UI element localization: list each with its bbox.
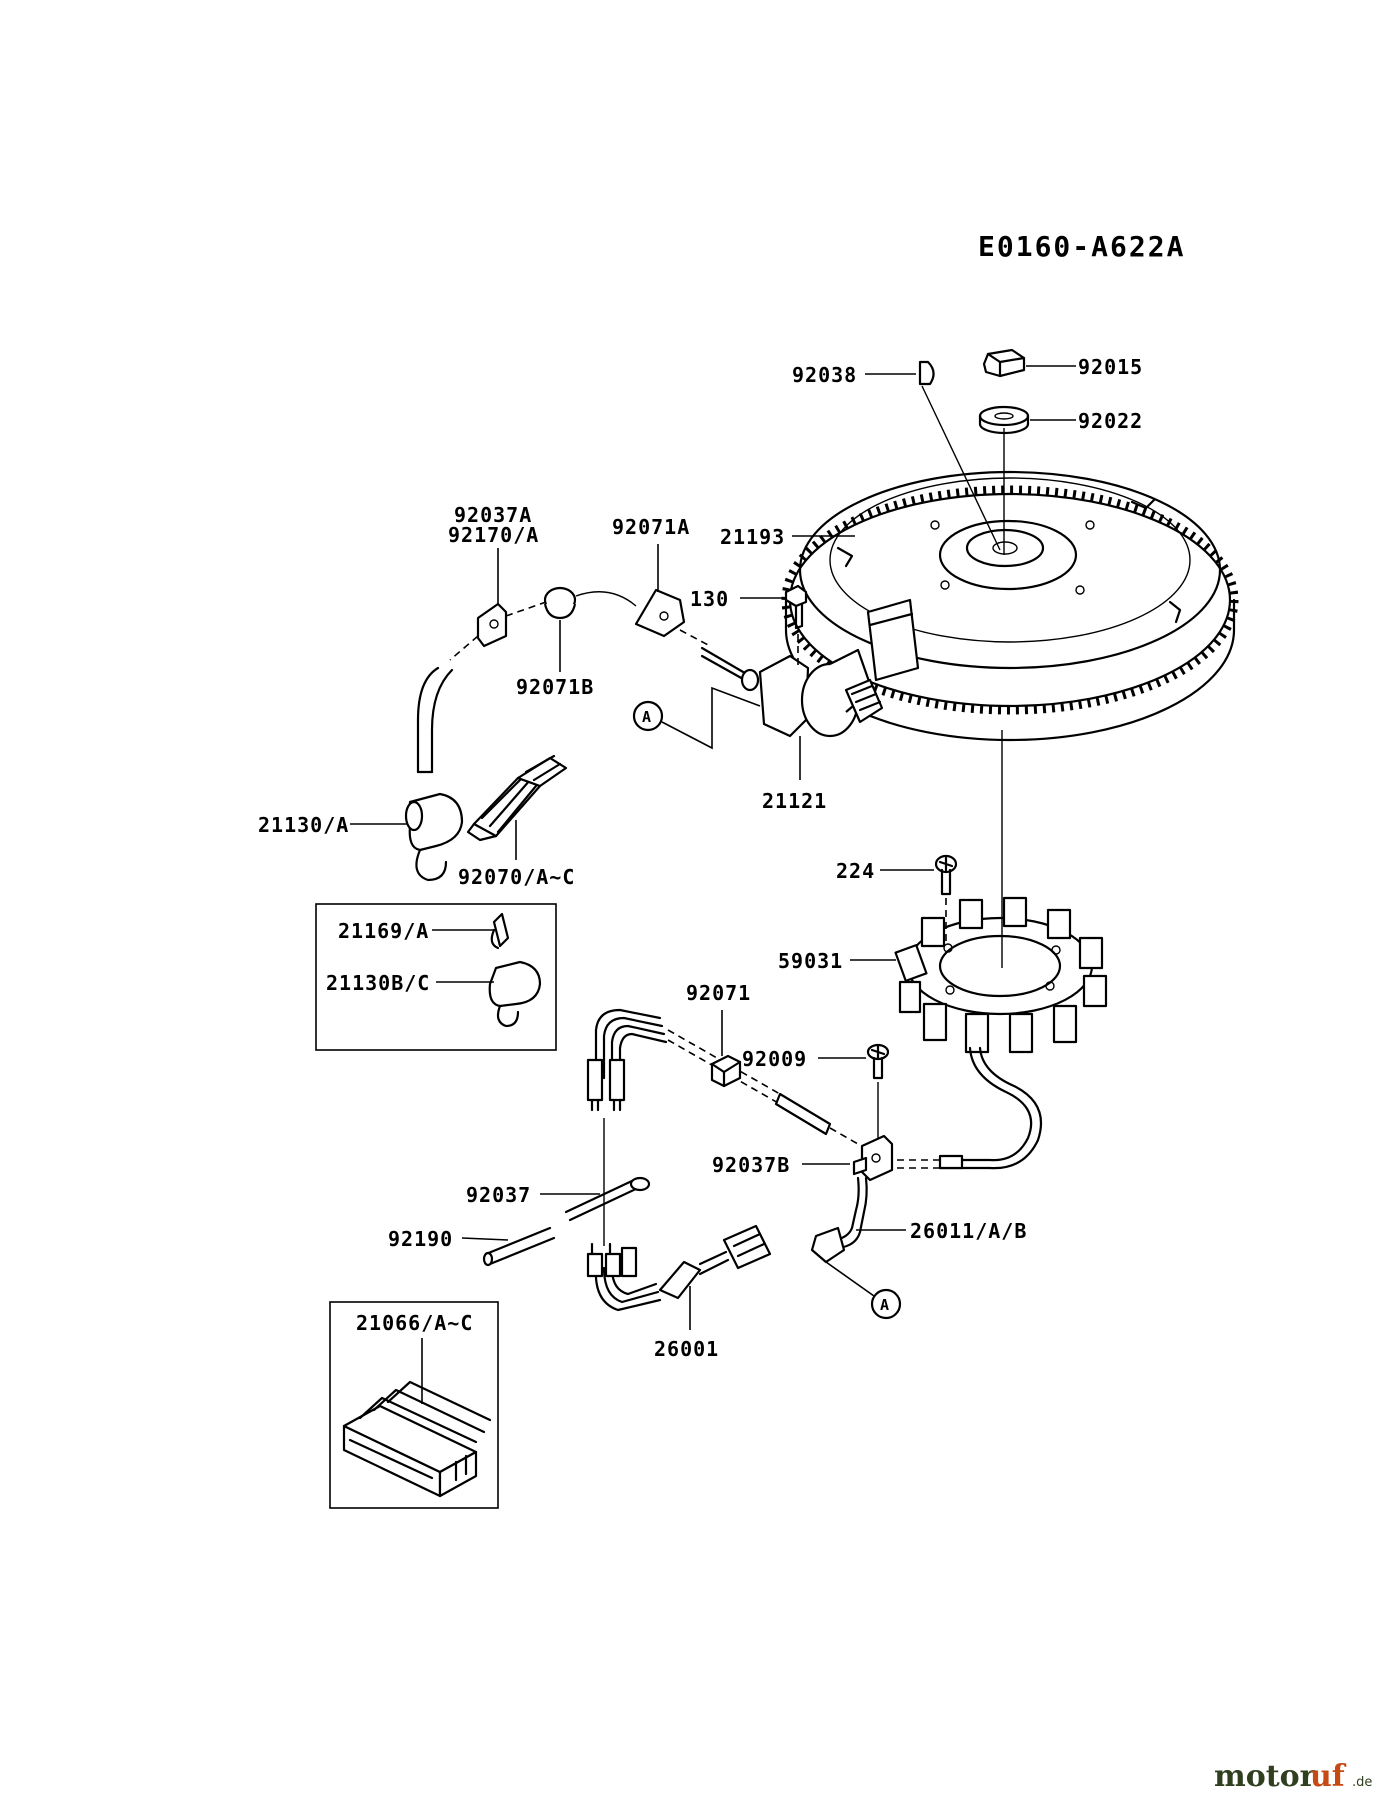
label-21066: 21066/A~C bbox=[356, 1311, 473, 1335]
plate-92071A bbox=[634, 588, 686, 638]
plug-cap-92071B bbox=[543, 586, 577, 620]
label-130: 130 bbox=[690, 587, 729, 611]
label-92170A: 92170/A bbox=[448, 523, 539, 547]
svg-text:A: A bbox=[642, 708, 651, 726]
label-21193: 21193 bbox=[720, 525, 785, 549]
wire-harness bbox=[586, 1008, 873, 1312]
ground-wire-26011 bbox=[810, 1176, 868, 1264]
spark-plug-92070 bbox=[466, 754, 568, 842]
bracket-92037B bbox=[852, 1134, 894, 1182]
svg-text:.de: .de bbox=[1352, 1775, 1372, 1790]
plug-cap-21130BC bbox=[488, 960, 542, 1028]
option-box-rectifier bbox=[329, 1301, 499, 1509]
label-92037: 92037 bbox=[466, 1183, 531, 1207]
label-21121: 21121 bbox=[762, 789, 827, 813]
label-21130A: 21130/A bbox=[258, 813, 349, 837]
label-92022: 92022 bbox=[1078, 409, 1143, 433]
stator-lead bbox=[938, 1046, 1033, 1162]
plug-cap-21130A bbox=[404, 792, 464, 882]
label-92071B: 92071B bbox=[516, 675, 594, 699]
tube-92190 bbox=[482, 1226, 556, 1267]
screw-92009 bbox=[866, 1043, 890, 1080]
svg-text:A: A bbox=[880, 1296, 889, 1314]
nut-92015 bbox=[982, 348, 1026, 378]
label-26001: 26001 bbox=[654, 1337, 719, 1361]
stator-59031 bbox=[894, 896, 1108, 1054]
label-92037A: 92037A bbox=[454, 503, 532, 527]
label-92071A: 92071A bbox=[612, 515, 690, 539]
callout-a-top: A bbox=[632, 700, 664, 732]
screw-224 bbox=[934, 854, 958, 896]
terminal-21169A bbox=[490, 912, 510, 950]
option-box-plug-caps bbox=[315, 903, 557, 1051]
label-224: 224 bbox=[836, 859, 875, 883]
watermark-logo: motor uf .de bbox=[1214, 1759, 1372, 1794]
cable-tie-92037 bbox=[564, 1176, 651, 1222]
rectifier-21066 bbox=[342, 1380, 492, 1498]
flywheel-21193 bbox=[781, 470, 1239, 742]
callout-a-bottom: A bbox=[870, 1288, 902, 1320]
woodruff-key-92038 bbox=[918, 360, 935, 386]
clamp-92037A bbox=[476, 602, 508, 648]
high-tension-lead bbox=[416, 666, 440, 774]
ignition-coil-21121 bbox=[700, 646, 884, 738]
label-92037B: 92037B bbox=[712, 1153, 790, 1177]
label-92015: 92015 bbox=[1078, 355, 1143, 379]
label-92009: 92009 bbox=[742, 1047, 807, 1071]
label-21169A: 21169/A bbox=[338, 919, 429, 943]
bolt-130 bbox=[784, 584, 808, 630]
label-92190: 92190 bbox=[388, 1227, 453, 1251]
label-26011: 26011/A/B bbox=[910, 1219, 1027, 1243]
label-92038: 92038 bbox=[792, 363, 857, 387]
label-92070: 92070/A~C bbox=[458, 865, 575, 889]
diagram-code: E0160-A622A bbox=[978, 230, 1185, 263]
svg-text:motor: motor bbox=[1214, 1759, 1317, 1794]
svg-text:uf: uf bbox=[1310, 1759, 1347, 1794]
label-21130BC: 21130B/C bbox=[326, 971, 430, 995]
label-59031: 59031 bbox=[778, 949, 843, 973]
label-92071: 92071 bbox=[686, 981, 751, 1005]
